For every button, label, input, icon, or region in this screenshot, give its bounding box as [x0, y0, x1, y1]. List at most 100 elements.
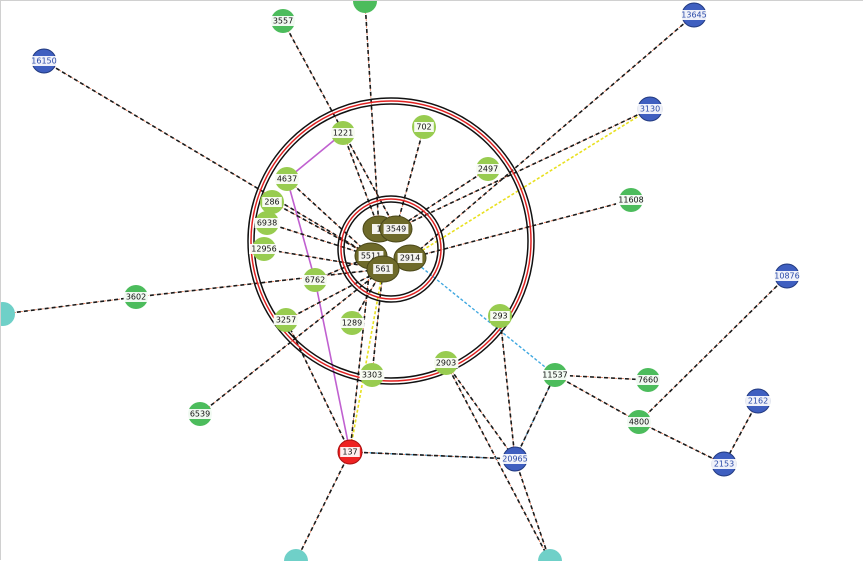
inner-ring	[337, 195, 445, 303]
node-label-bg	[616, 195, 646, 205]
edge-n6762-n137	[314, 279, 351, 453]
node-label: 11537	[542, 371, 567, 380]
outer-ring-red	[250, 100, 532, 382]
edge-n137-c561	[349, 268, 384, 453]
node-label: 2162	[748, 397, 768, 406]
node-n11608[interactable]: 11608	[616, 188, 646, 212]
node-n10876[interactable]: 10876	[772, 263, 802, 289]
node-n20965[interactable]: 20965	[500, 446, 530, 472]
node-bottom_teal2[interactable]	[538, 549, 562, 561]
edge-n2497-c3549	[395, 168, 489, 230]
node-n2162[interactable]: 2162	[745, 388, 771, 414]
node-n3130[interactable]: 3130	[637, 96, 663, 122]
edge-n12956-c561-accent	[263, 248, 384, 270]
edge-n11608-c2914	[409, 199, 632, 259]
node-label: 286	[264, 198, 279, 207]
node-label: 2914	[400, 254, 420, 263]
node-n1221[interactable]: 1221	[330, 121, 356, 145]
node-n4800[interactable]: 4800	[626, 410, 652, 434]
edge-n4637-c5511	[286, 178, 372, 257]
node-bottom_teal1[interactable]	[284, 549, 308, 561]
node-n702[interactable]: 702	[412, 115, 436, 139]
node-n1289[interactable]: 1289	[339, 311, 365, 335]
node-n6762[interactable]: 6762	[302, 268, 328, 292]
node-label-bg	[540, 370, 570, 380]
edge-n6539-c561	[199, 268, 384, 415]
node-c3549[interactable]: 3549	[379, 215, 413, 243]
node-left_edge[interactable]	[1, 302, 15, 326]
node-circle	[1, 302, 15, 326]
node-n3257[interactable]: 3257	[273, 308, 299, 332]
node-label-bg	[262, 197, 282, 207]
node-top_green[interactable]	[353, 1, 377, 13]
node-label-bg	[358, 251, 384, 261]
edge-n4800-n2153	[638, 421, 725, 465]
node-label-bg	[29, 56, 59, 66]
node-label-bg	[359, 370, 385, 380]
node-n11537[interactable]: 11537	[540, 363, 570, 387]
edge-n2903-bottom_teal2-accent	[445, 362, 551, 561]
edge-top_green-c1	[364, 1, 380, 230]
edge-n3602-c561-accent	[135, 268, 384, 298]
node-label: 4637	[277, 175, 297, 184]
node-label: 137	[342, 448, 357, 457]
node-label: 3557	[273, 17, 293, 26]
edge-n13645-c2914	[409, 14, 695, 259]
edge-n702-c3549	[395, 126, 425, 230]
node-n6938[interactable]: 6938	[254, 211, 280, 235]
edge-n2903-bottom_teal2	[445, 362, 551, 561]
edges-layer	[2, 1, 788, 561]
edge-n3130-c2914	[409, 108, 651, 259]
node-label-bg	[270, 16, 296, 26]
node-label-bg	[745, 396, 771, 406]
edge-left_edge-n3602	[2, 296, 137, 315]
node-c2914[interactable]: 2914	[393, 244, 427, 272]
node-label-bg	[273, 315, 299, 325]
node-n3303[interactable]: 3303	[359, 363, 385, 387]
node-label-bg	[475, 164, 501, 174]
node-n286[interactable]: 286	[260, 190, 284, 214]
node-n16150[interactable]: 16150	[29, 48, 59, 74]
node-label-bg	[339, 318, 365, 328]
node-label-bg	[500, 454, 530, 464]
node-n7660[interactable]: 7660	[635, 368, 661, 392]
edge-n6938-c5511-accent	[266, 222, 372, 257]
node-label: 3303	[362, 371, 382, 380]
node-n293[interactable]: 293	[488, 304, 512, 328]
node-label-bg	[373, 264, 393, 274]
node-label-bg	[772, 271, 802, 281]
node-label: 7660	[638, 376, 658, 385]
edge-n20965-n11537-accent	[514, 374, 556, 460]
node-n3602[interactable]: 3602	[123, 285, 149, 309]
nodes-layer: 3557 13645 16150 3130 1221 702 4637 2497 286 6938…	[1, 1, 802, 561]
edge-n286-c5511	[271, 201, 372, 257]
node-c561[interactable]: 561	[366, 255, 400, 283]
edge-n137-bottom_teal1-accent	[295, 451, 351, 561]
node-n12956[interactable]: 12956	[249, 237, 279, 261]
node-n2903[interactable]: 2903	[433, 351, 459, 375]
node-n137[interactable]: 137	[337, 439, 363, 465]
node-label: 1289	[342, 319, 362, 328]
node-label: 20965	[502, 455, 527, 464]
node-label-bg	[274, 174, 300, 184]
edge-n2903-n20965	[445, 362, 516, 460]
node-n6539[interactable]: 6539	[187, 402, 213, 426]
edge-n4800-n2153-accent	[638, 421, 725, 465]
node-n2497[interactable]: 2497	[475, 157, 501, 181]
edge-n11537-n7660-accent	[554, 374, 649, 381]
inner-ring-red	[340, 198, 442, 300]
edge-n137-n20965-accent	[349, 451, 516, 460]
node-label-bg	[637, 104, 663, 114]
node-label-bg	[383, 224, 409, 234]
node-n4637[interactable]: 4637	[274, 167, 300, 191]
node-n13645[interactable]: 13645	[679, 2, 709, 28]
node-label-bg	[123, 292, 149, 302]
node-n2153[interactable]: 2153	[711, 451, 737, 477]
edge-n2497-c3549-accent	[395, 168, 489, 230]
node-label: 1221	[333, 129, 353, 138]
node-label-bg	[330, 128, 356, 138]
node-label-bg	[302, 275, 328, 285]
edge-n13645-c2914-accent	[409, 14, 695, 259]
node-n3557[interactable]: 3557	[270, 9, 296, 33]
